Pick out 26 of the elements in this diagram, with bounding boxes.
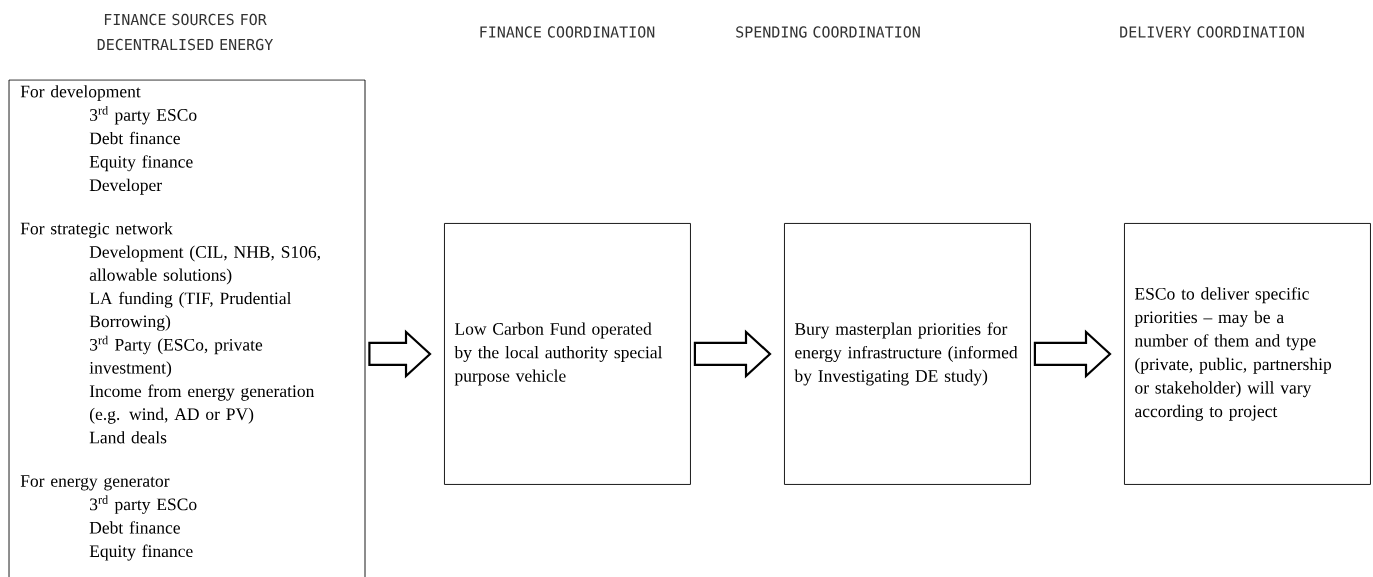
- group-heading: For strategic network: [20, 222, 173, 239]
- process-box: Bury masterplan priorities for energy infrastructure (informed by Investigating DE study): [784, 223, 1031, 485]
- group-heading: For energy generator: [20, 475, 170, 491]
- list-item: Development (CIL, NHB, S106, allowable solutions): [89, 245, 320, 285]
- list-item: Developer: [89, 178, 162, 195]
- process-box: Low Carbon Fund operated by the local authority special purpose vehicle: [444, 223, 691, 485]
- list-item: Equity finance: [89, 155, 193, 172]
- block-arrow: [1033, 329, 1112, 379]
- list-item: Equity finance: [89, 544, 193, 561]
- list-item: 3$^{rd}$ Party (ESCo, private investment): [89, 335, 263, 378]
- list-item: Debt finance: [89, 131, 180, 145]
- column-heading: DELIVERY COORDINATION: [1120, 26, 1304, 38]
- sources-box: [8, 79, 366, 577]
- column-heading: FINANCE COORDINATION: [480, 26, 655, 38]
- column-heading: FINANCE SOURCES FOR DECENTRALISED ENERGY: [97, 13, 273, 51]
- list-item: 3$^{rd}$ party ESCo: [90, 495, 197, 514]
- list-item: 3$^{rd}$ party ESCo: [90, 105, 197, 125]
- list-item: Debt finance: [89, 521, 180, 534]
- process-box: ESCo to deliver specific priorities – may be a number of them and type (private, public, partnership or stakeholder) will vary according to project: [1124, 223, 1371, 485]
- list-item: LA funding (TIF, Prudential Borrowing): [89, 291, 292, 331]
- list-item: Land deals: [89, 431, 167, 444]
- list-item: Income from energy generation (e.g. wind, AD or PV): [89, 384, 315, 424]
- group-heading: For development: [20, 85, 141, 102]
- column-heading: SPENDING COORDINATION: [736, 26, 920, 38]
- block-arrow: [693, 329, 772, 379]
- block-arrow: [368, 329, 432, 379]
